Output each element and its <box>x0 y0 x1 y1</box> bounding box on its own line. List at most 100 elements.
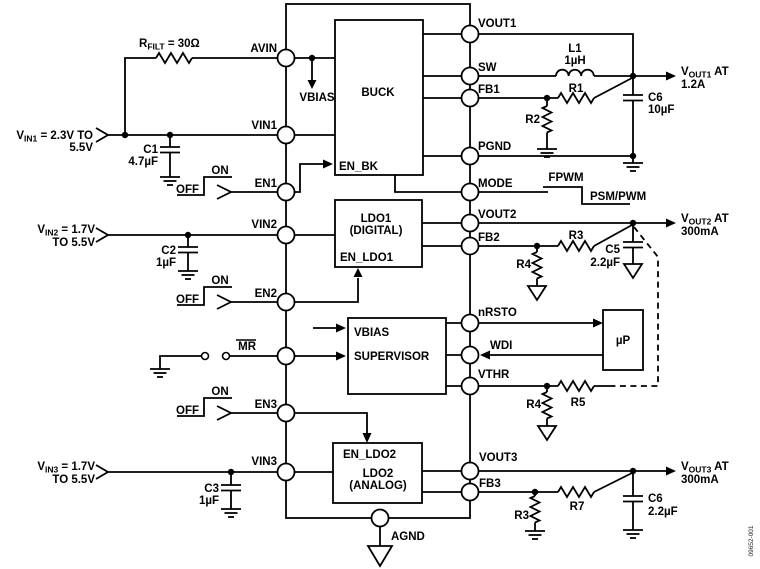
buck-pin-wires <box>423 33 470 157</box>
supervisor-block: VBIAS SUPERVISOR <box>347 317 447 395</box>
vbias-supervisor-arrowhead-icon <box>336 323 346 333</box>
pin-vin3 <box>276 462 296 482</box>
mr-contact-right <box>221 351 231 361</box>
pin-label-en2: EN2 <box>255 288 277 300</box>
pin-mr <box>276 346 296 366</box>
pin-label-vout3: VOUT3 <box>479 452 517 464</box>
pin-sw <box>460 66 480 86</box>
nrsto-arrowhead-icon <box>593 318 603 328</box>
junction-dot <box>227 468 235 476</box>
pin-vin1 <box>276 125 296 145</box>
r3a-resistor <box>557 240 595 252</box>
c6a-capacitor <box>622 94 644 102</box>
agnd-ground-icon <box>366 545 394 568</box>
mr-ground-icon <box>149 361 171 378</box>
junction-dot <box>629 467 637 475</box>
pin-label-fb1: FB1 <box>478 84 500 96</box>
c2-ref-label: C2 <box>161 245 176 257</box>
c5-ref-label: C5 <box>605 244 620 256</box>
en1-switch-pole-icon <box>216 184 234 200</box>
pin-mode <box>460 182 480 202</box>
vin2-input-net <box>95 227 286 280</box>
en-bk-port-label: EN_BK <box>339 161 379 173</box>
pin-vout2 <box>460 213 480 233</box>
r4a-label: R4 <box>516 259 531 271</box>
figure-watermark: 09652-001 <box>748 525 755 556</box>
r4b-label: R4 <box>526 399 541 411</box>
supervisor-block-outline <box>347 317 447 395</box>
c6b-ref-label: C6 <box>648 493 663 505</box>
junction-dot <box>533 242 541 250</box>
vout1-output-label-line2: 1.2A <box>681 79 705 91</box>
vin3-input-label: VIN3 = 1.7V <box>37 461 95 475</box>
en3-internal-wire <box>286 412 368 434</box>
r1-label: R1 <box>569 83 584 95</box>
pin-avin <box>276 48 296 68</box>
supervisor-vbias-label: VBIAS <box>354 327 389 339</box>
output-labels: VOUT1 AT 1.2A VOUT2 AT 300mA VOUT3 AT 30… <box>681 66 729 486</box>
pin-label-agnd: AGND <box>391 531 425 543</box>
vin1-input-net <box>95 52 286 186</box>
switch-labels: ON OFF ON OFF ON OFF FPWM PSM/PWM <box>176 165 646 417</box>
pin-label-en1: EN1 <box>255 178 278 190</box>
r4a-ground-icon <box>527 279 547 301</box>
fb3-wire <box>470 472 633 493</box>
r2-resistor <box>541 105 553 134</box>
pin-en3 <box>276 403 296 423</box>
en3-on-label: ON <box>211 386 228 398</box>
mr-switch[interactable] <box>149 351 286 378</box>
r7-resistor <box>557 486 595 498</box>
en-ldo1-arrowhead-icon <box>353 268 363 277</box>
vout1-wire <box>470 33 634 76</box>
r7-label: R7 <box>570 501 585 513</box>
ldo1-block-outline <box>334 199 423 268</box>
r3b-resistor <box>529 495 541 524</box>
buck-block: BUCK EN_BK <box>334 19 424 176</box>
c6b-ground-icon <box>622 522 644 539</box>
mode-select-switch[interactable] <box>470 186 630 205</box>
c6a-value-label: 10µF <box>648 104 674 116</box>
microprocessor-block: µP <box>602 309 644 371</box>
fb2-wire <box>470 224 633 247</box>
c5-value-label: 2.2µF <box>590 257 620 269</box>
junction-dot <box>543 382 551 390</box>
l1-value-label: 1µH <box>564 55 585 67</box>
pin-label-wdi: WDI <box>490 340 512 352</box>
agnd-net <box>366 526 394 568</box>
en1-on-label: ON <box>211 165 228 177</box>
pin-label-vthr: VTHR <box>478 369 510 381</box>
c5-capacitor <box>622 241 644 249</box>
c3-ground-icon <box>220 501 242 518</box>
pin-fb2 <box>460 236 480 256</box>
vout2-output-label-line2: 300mA <box>681 226 719 238</box>
vout3-output-label-line2: 300mA <box>681 474 719 486</box>
vout1-output-arrowhead-icon <box>666 71 676 81</box>
junction-dot <box>629 152 637 160</box>
buck-block-outline <box>334 19 424 176</box>
vout3-output-label: VOUT3 AT <box>681 461 729 475</box>
pin-label-avin: AVIN <box>250 43 277 55</box>
vin3-input-net <box>95 464 286 518</box>
component-labels: RFILT = 30Ω C1 4.7µF C2 1µF C3 1µF L1 1µ… <box>128 38 677 522</box>
c2-capacitor <box>177 246 199 254</box>
r3b-label: R3 <box>514 510 529 522</box>
vout1-output-label: VOUT1 AT <box>681 66 729 80</box>
junction-dot <box>308 54 316 62</box>
r3b-ground-icon <box>524 523 546 540</box>
ldo1-block-subtitle: (DIGITAL) <box>350 225 403 237</box>
pin-label-vout1: VOUT1 <box>478 18 517 30</box>
vout2-net <box>470 218 676 301</box>
supervisor-block-title: SUPERVISOR <box>354 351 430 363</box>
pin-fb3 <box>460 482 480 502</box>
buck-block-title: BUCK <box>361 87 395 99</box>
en3-off-label: OFF <box>176 405 199 417</box>
r4b-ground-icon <box>537 419 557 441</box>
en2-switch-pole-icon <box>216 294 234 310</box>
mr-contact-left <box>200 351 210 361</box>
l1-inductor <box>555 68 595 77</box>
pin-vout1 <box>460 24 480 44</box>
supervisor-net <box>470 318 612 441</box>
c1-value-label: 4.7µF <box>128 156 158 168</box>
